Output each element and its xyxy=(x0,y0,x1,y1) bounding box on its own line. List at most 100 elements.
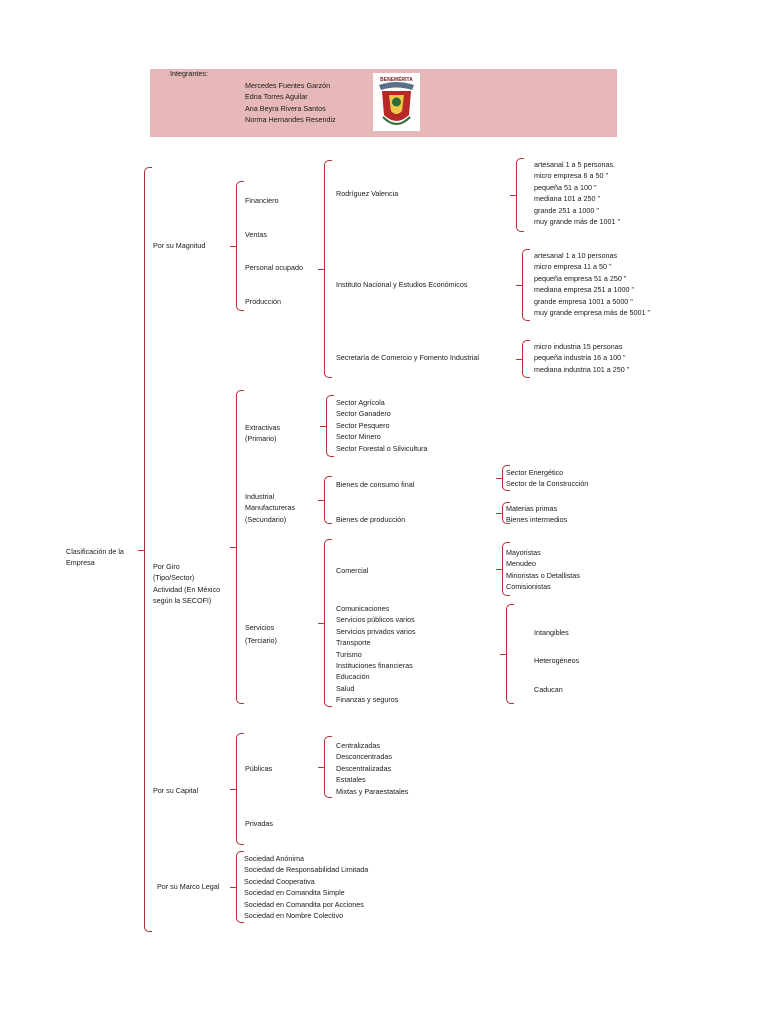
secofi-item: micro industria 15 personas xyxy=(534,342,623,351)
produccion-brace xyxy=(496,502,510,524)
servicios-item: Transporte xyxy=(336,638,371,648)
servicios-item: Comunicaciones xyxy=(336,604,390,613)
produccion-list: Materias primas Bienes intermedios xyxy=(506,503,567,526)
magnitud-label: Por su Magnitud xyxy=(153,241,206,250)
members-label: Integrantes: xyxy=(170,69,208,78)
extractivas-brace xyxy=(320,395,334,457)
secofi-brace xyxy=(516,340,530,378)
servicios-item: Servicios públicos varios xyxy=(336,615,415,625)
comercial-list: Mayoristas Menudeo Minoristas o Detallis… xyxy=(506,547,580,593)
member-1: Mercedes Fuentes Garzón xyxy=(245,81,331,90)
publicas-item: Desconcentradas xyxy=(336,752,392,762)
inegi-item: pequeña empresa 51 a 250 " xyxy=(534,273,627,283)
legal-list: Sociedad Anónima Sociedad de Responsabil… xyxy=(244,853,368,921)
comercial-label: Comercial xyxy=(336,566,369,575)
servicios-item: Servicios privados varios xyxy=(336,626,416,636)
comercial-brace xyxy=(496,542,510,596)
extractivas-item: Sector Ganadero xyxy=(336,409,391,419)
rv-list: artesanal 1 a 5 personas. micro empresa … xyxy=(534,159,620,227)
inegi-brace xyxy=(516,249,530,321)
privadas-label: Privadas xyxy=(245,819,273,828)
criteria-ventas: Ventas xyxy=(245,230,267,239)
member-2: Edna Torres Aguilar xyxy=(245,92,308,102)
servicios-item: Finanzas y seguros xyxy=(336,695,399,705)
produccion-item: Bienes intermedios xyxy=(506,515,568,525)
capital-brace xyxy=(230,733,244,845)
legal-item: Sociedad en Comandita por Acciones xyxy=(244,899,364,909)
extractivas-list: Sector Agrícola Sector Ganadero Sector P… xyxy=(336,397,427,454)
extractivas-item: Sector Minero xyxy=(336,432,381,442)
servicios-item: Educación xyxy=(336,672,370,682)
publicas-item: Centralizadas xyxy=(336,741,380,750)
rv-item: pequeña 51 a 100 " xyxy=(534,182,597,192)
rv-item: grande 251 a 1000 " xyxy=(534,205,599,215)
comercial-item: Minoristas o Detallistas xyxy=(506,570,580,580)
capital-label: Por su Capital xyxy=(153,786,199,795)
extractivas-label: Extractivas (Primario) xyxy=(245,423,281,444)
root-brace xyxy=(138,167,152,932)
svg-text:BENEMÉRITA: BENEMÉRITA xyxy=(380,75,413,83)
extractivas-item: Sector Forestal o Silvicultura xyxy=(336,443,428,453)
consumo-item: Sector Energético xyxy=(506,468,564,477)
member-4: Norma Hernandes Resendiz xyxy=(245,115,336,125)
university-emblem: BENEMÉRITA xyxy=(373,73,420,131)
comercial-item: Comisionistas xyxy=(506,582,551,592)
char-intangibles: Intangibles xyxy=(534,628,569,637)
secofi-item: mediana industria 101 a 250 " xyxy=(534,364,630,374)
publicas-list: Centralizadas Desconcentradas Descentral… xyxy=(336,740,408,797)
inegi-item: grande empresa 1001 a 5000 " xyxy=(534,296,633,306)
source-rodriguez: Rodríguez Valencia xyxy=(336,189,399,198)
servicios-label: Servicios (Terciario) xyxy=(245,623,277,645)
inegi-item: micro empresa 11 a 50 " xyxy=(534,262,612,272)
inegi-list: artesanal 1 a 10 personas micro empresa … xyxy=(534,250,650,318)
inegi-item: artesanal 1 a 10 personas xyxy=(534,251,618,260)
servicios-item: Salud xyxy=(336,683,355,693)
magnitud-brace xyxy=(230,181,244,311)
consumo-brace xyxy=(496,465,510,491)
publicas-item: Mixtas y Paraestatales xyxy=(336,786,409,796)
root-label: Clasificación de la Empresa xyxy=(66,547,124,567)
rv-item: muy grande más de 1001 " xyxy=(534,216,621,226)
comercial-item: Menudeo xyxy=(506,559,536,569)
rv-item: mediana 101 a 250 " xyxy=(534,194,601,204)
legal-label: Por su Marco Legal xyxy=(157,882,220,891)
industrial-brace xyxy=(318,476,332,524)
rv-item: micro empresa 6 a 50 " xyxy=(534,171,609,181)
servicios-item: Turismo xyxy=(336,649,362,659)
secofi-list: micro industria 15 personas pequeña indu… xyxy=(534,341,629,375)
extractivas-item: Sector Pesquero xyxy=(336,420,390,430)
bienes-consumo-label: Bienes de consumo final xyxy=(336,480,415,489)
inegi-item: muy grande empresa más de 5001 " xyxy=(534,307,651,317)
char-caducan: Caducan xyxy=(534,685,563,694)
comercial-item: Mayoristas xyxy=(506,548,541,557)
criteria-financiero: Financiero xyxy=(245,196,279,205)
publicas-item: Descentralizadas xyxy=(336,763,392,773)
source-secofi: Secretaría de Comercio y Fomento Industr… xyxy=(336,353,480,362)
publicas-label: Públicas xyxy=(245,764,273,773)
extractivas-item: Sector Agrícola xyxy=(336,398,385,407)
source-inegi: Instituto Nacional y Estudios Económicos xyxy=(336,280,468,289)
giro-brace xyxy=(230,390,244,704)
characteristics-brace xyxy=(500,604,514,704)
rv-brace xyxy=(510,158,524,232)
legal-item: Sociedad en Nombre Colectivo xyxy=(244,910,344,920)
servicios-item: Instituciones financieras xyxy=(336,660,413,670)
legal-item: Sociedad de Responsabilidad Limitada xyxy=(244,865,369,875)
consumo-item: Sector de la Construcción xyxy=(506,479,589,489)
char-heterogeneos: Heterogéneos xyxy=(534,656,580,665)
industrial-label: Industrial Manufactureras (Secundario) xyxy=(245,492,295,524)
legal-item: Sociedad Anónima xyxy=(244,854,304,863)
produccion-item: Materias primas xyxy=(506,504,558,513)
legal-brace xyxy=(230,851,244,923)
servicios-brace xyxy=(318,539,332,707)
bienes-produccion-label: Bienes de producción xyxy=(336,515,406,524)
publicas-brace xyxy=(318,736,332,798)
inegi-item: mediana empresa 251 a 1000 " xyxy=(534,285,635,295)
members-list: Mercedes Fuentes Garzón Edna Torres Agui… xyxy=(245,80,336,126)
servicios-list: Comunicaciones Servicios públicos varios… xyxy=(336,603,416,706)
legal-item: Sociedad Cooperativa xyxy=(244,876,315,886)
publicas-item: Estatales xyxy=(336,775,366,785)
legal-item: Sociedad en Comandita Simple xyxy=(244,888,345,898)
criteria-personal: Personal ocupado xyxy=(245,263,303,272)
member-3: Ana Beyra Rivera Santos xyxy=(245,103,326,113)
